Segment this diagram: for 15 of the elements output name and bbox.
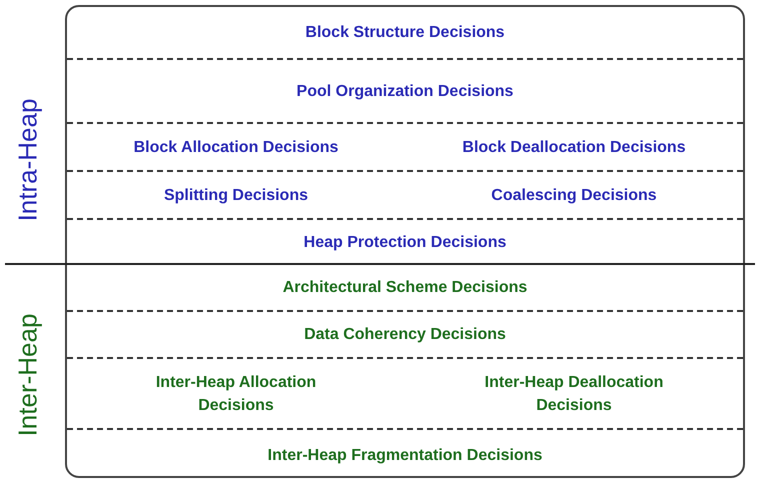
decision-text: Architectural Scheme Decisions [282, 278, 528, 298]
decision-text: Block Deallocation Decisions [461, 138, 687, 158]
decision-text: Inter-Heap Fragmentation Decisions [266, 446, 544, 466]
section-label: Inter-Heap [12, 314, 44, 436]
outer-box [65, 5, 745, 478]
decision-text: Inter-Heap Deallocation Decisions [484, 372, 664, 416]
decision-text: Inter-Heap Allocation Decisions [154, 372, 318, 416]
decision-text: Block Structure Decisions [304, 23, 506, 43]
decision-text: Data Coherency Decisions [303, 325, 507, 345]
decision-text: Coalescing Decisions [490, 186, 658, 206]
decision-text: Heap Protection Decisions [302, 233, 508, 253]
decision-text: Splitting Decisions [162, 186, 309, 206]
decision-text: Pool Organization Decisions [296, 82, 514, 102]
decision-text: Block Allocation Decisions [132, 138, 340, 158]
section-label: Intra-Heap [12, 98, 44, 222]
